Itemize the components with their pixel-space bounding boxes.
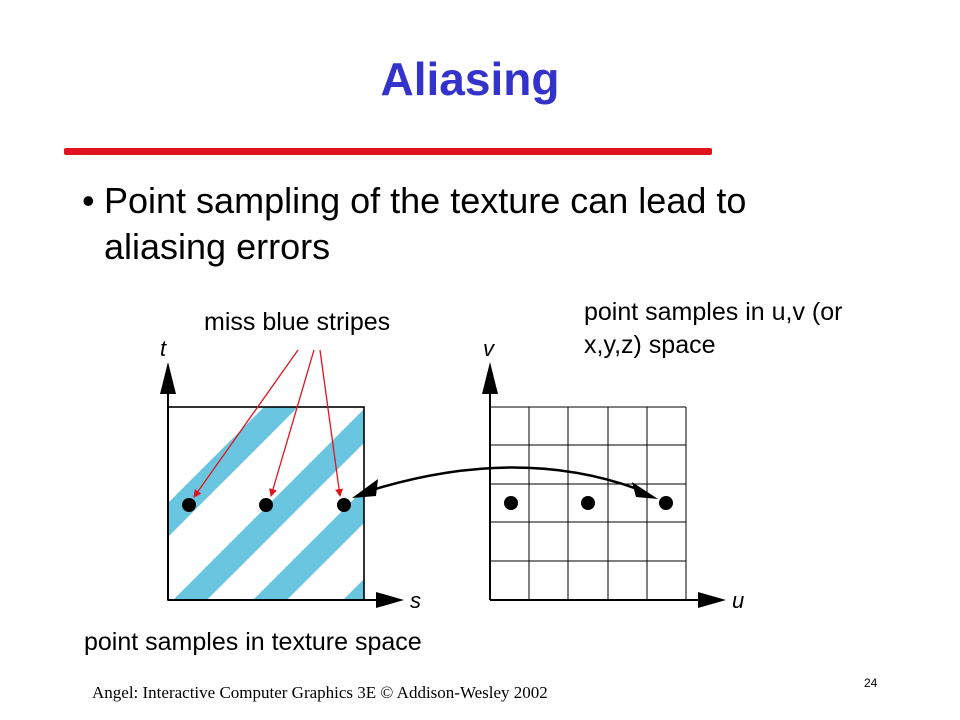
bullet-text: Point sampling of the texture can lead t… — [104, 180, 747, 267]
mapping-arrowhead-right — [632, 482, 658, 499]
texture-samples-label: point samples in texture space — [84, 628, 422, 656]
uv-grid — [490, 406, 687, 600]
footer-credit: Angel: Interactive Computer Graphics 3E … — [92, 683, 548, 702]
page-number: 24 — [864, 676, 878, 690]
mapping-arrow — [352, 466, 658, 499]
v-axis-arrow — [482, 362, 498, 394]
bullet-dot: • — [82, 180, 95, 221]
stripe-2 — [173, 409, 364, 600]
v-axis-label: v — [483, 336, 496, 361]
stripe-3 — [253, 489, 364, 600]
red-arrow-2 — [269, 349, 315, 497]
slide-title: Aliasing — [380, 53, 560, 105]
blue-stripes — [168, 407, 364, 600]
title-underline — [64, 148, 712, 155]
miss-stripes-label: miss blue stripes — [204, 308, 391, 336]
mapping-curve — [371, 466, 641, 492]
t-axis-arrow — [160, 362, 176, 394]
red-arrow-3 — [319, 349, 344, 497]
stripe-1 — [168, 407, 298, 537]
texture-space-panel: t s — [160, 336, 421, 613]
uv-sample-point-1 — [504, 496, 518, 510]
texture-sample-point-1 — [182, 498, 196, 512]
s-axis-arrow — [376, 592, 404, 608]
t-axis-label: t — [160, 336, 167, 361]
mapping-arrowhead-left — [352, 479, 378, 498]
s-axis-label: s — [410, 588, 421, 613]
u-axis-arrow — [698, 592, 726, 608]
uv-space-panel: v u — [482, 336, 744, 613]
miss-stripes-arrows — [193, 349, 344, 498]
uv-sample-point-3 — [659, 496, 673, 510]
uv-samples-label: point samples in u,v (or x,y,z) space — [584, 298, 843, 359]
red-arrow-1 — [193, 349, 299, 498]
texture-sample-point-3 — [337, 498, 351, 512]
uv-sample-point-2 — [581, 496, 595, 510]
u-axis-label: u — [732, 588, 744, 613]
texture-sample-point-2 — [259, 498, 273, 512]
